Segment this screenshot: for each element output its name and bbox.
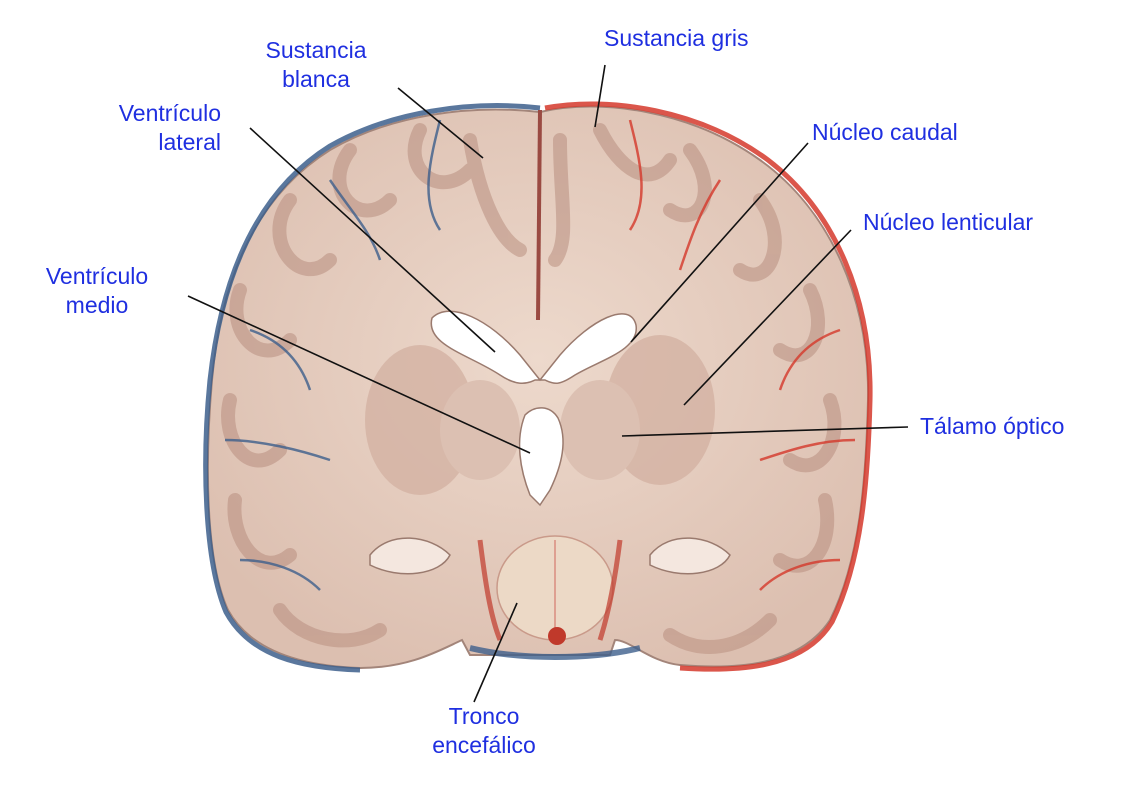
label-nucleo-lenticular: Núcleo lenticular <box>863 208 1033 237</box>
label-sustancia-blanca: Sustancia blanca <box>243 36 389 94</box>
left-temporal-hollow <box>369 537 451 575</box>
leader-sustancia-gris <box>594 64 606 128</box>
right-temporal-hollow <box>649 537 731 575</box>
label-tronco-encefalico-line1: Tronco <box>448 703 520 729</box>
leader-ventriculo-lateral <box>249 127 496 353</box>
brainstem-right-vessels <box>597 539 623 641</box>
label-tronco-encefalico-line2: encefálico <box>432 732 536 758</box>
inferior-veins <box>469 645 641 660</box>
brainstem-left-vessels <box>477 539 503 641</box>
label-ventriculo-lateral-line2: lateral <box>158 129 221 155</box>
right-thalamus <box>560 380 640 480</box>
lateral-ventricles <box>430 310 637 385</box>
right-cortical-gyri <box>548 123 842 654</box>
left-meningeal-veins <box>203 103 541 673</box>
third-ventricle <box>518 407 564 507</box>
left-sulci <box>224 119 442 591</box>
longitudinal-fissure <box>536 109 542 321</box>
basilar-artery <box>548 627 566 645</box>
label-ventriculo-medio: Ventrículo medio <box>22 262 172 320</box>
label-ventriculo-medio-line2: medio <box>65 292 129 318</box>
label-nucleo-caudal-text: Núcleo caudal <box>812 119 958 145</box>
label-ventriculo-lateral: Ventrículo lateral <box>60 99 221 157</box>
left-cortical-gyri <box>221 123 527 648</box>
right-meningeal-arteries <box>544 101 873 672</box>
label-talamo-optico: Tálamo óptico <box>920 412 1064 441</box>
leader-ventriculo-medio <box>187 295 531 454</box>
label-sustancia-gris-text: Sustancia gris <box>604 25 749 51</box>
label-tronco-encefalico: Tronco encefálico <box>407 702 561 760</box>
label-nucleo-caudal: Núcleo caudal <box>812 118 958 147</box>
leader-lines <box>187 64 909 703</box>
label-ventriculo-medio-line1: Ventrículo <box>45 263 149 289</box>
label-nucleo-lenticular-text: Núcleo lenticular <box>863 209 1034 235</box>
label-ventriculo-lateral-line1: Ventrículo <box>118 100 221 126</box>
leader-tronco-encefalico <box>473 602 518 703</box>
label-sustancia-blanca-line1: Sustancia <box>265 37 367 63</box>
label-sustancia-gris: Sustancia gris <box>604 24 748 53</box>
leader-nucleo-caudal <box>630 142 809 343</box>
label-talamo-optico-text: Tálamo óptico <box>920 413 1065 439</box>
leader-nucleo-lenticular <box>683 229 852 406</box>
leader-talamo-optico <box>621 426 909 437</box>
right-sulci <box>628 119 856 591</box>
leader-sustancia-blanca <box>397 87 484 159</box>
label-sustancia-blanca-line2: blanca <box>282 66 350 92</box>
